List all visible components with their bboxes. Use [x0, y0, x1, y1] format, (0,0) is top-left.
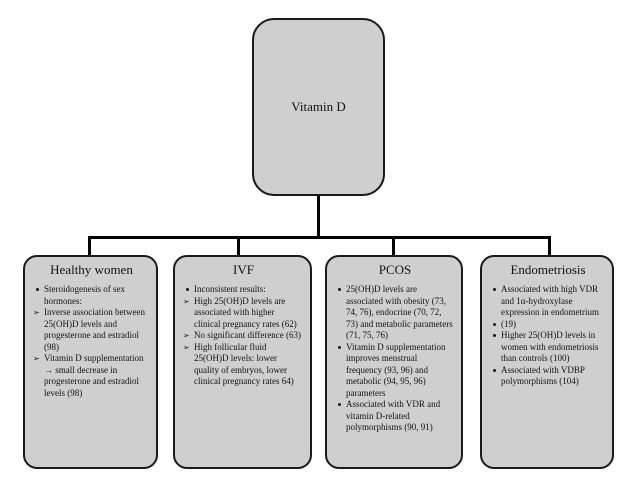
node-healthy-women: Healthy women Steroidogenesis of sex hor… [23, 255, 158, 469]
node-title: PCOS [378, 262, 412, 277]
list-item: Steroidogenesis of sex hormones: [34, 284, 149, 307]
node-pcos: PCOS 25(OH)D levels are associated with … [325, 255, 463, 469]
list-item: Associated with VDR and vitamin D-relate… [336, 399, 454, 434]
node-list: Inconsistent results: High 25(OH)D level… [183, 284, 303, 388]
node-title: Healthy women [50, 262, 133, 277]
list-item: No significant difference (63) [183, 330, 303, 342]
node-ivf: IVF Inconsistent results: High 25(OH)D l… [173, 255, 312, 469]
drop-connector-pcos [392, 236, 395, 256]
list-item: Inconsistent results: [184, 284, 303, 296]
horizontal-bus-connector [88, 236, 551, 239]
list-item: Vitamin D supplementation → small decrea… [33, 353, 149, 399]
node-endometriosis: Endometriosis Associated with high VDR a… [480, 255, 614, 469]
root-label: Vitamin D [291, 99, 346, 114]
list-item: Inverse association between 25(OH)D leve… [33, 307, 149, 353]
drop-connector-endometriosis [548, 236, 551, 256]
node-list: Associated with high VDR and 1α-hydroxyl… [491, 284, 605, 388]
root-node-vitamin-d: Vitamin D [252, 18, 385, 196]
drop-connector-ivf [237, 236, 240, 256]
list-item: (19) [491, 319, 605, 331]
node-list: 25(OH)D levels are associated with obesi… [336, 284, 454, 434]
list-item: Higher 25(OH)D levels in women with endo… [491, 330, 605, 365]
list-item: High 25(OH)D levels are associated with … [183, 296, 303, 331]
node-title: Endometriosis [510, 262, 586, 277]
list-item: 25(OH)D levels are associated with obesi… [336, 284, 454, 342]
node-title: IVF [233, 262, 254, 277]
node-list: Steroidogenesis of sex hormones: Inverse… [33, 284, 149, 399]
list-item: Associated with high VDR and 1α-hydroxyl… [491, 284, 605, 319]
list-item: Vitamin D supplementation improves menst… [336, 342, 454, 400]
list-item: Associated with VDBP polymorphisms (104) [491, 365, 605, 388]
list-item: High follicular fluid 25(OH)D levels: lo… [183, 342, 303, 388]
drop-connector-healthy [88, 236, 91, 256]
root-trunk-connector [317, 196, 320, 238]
